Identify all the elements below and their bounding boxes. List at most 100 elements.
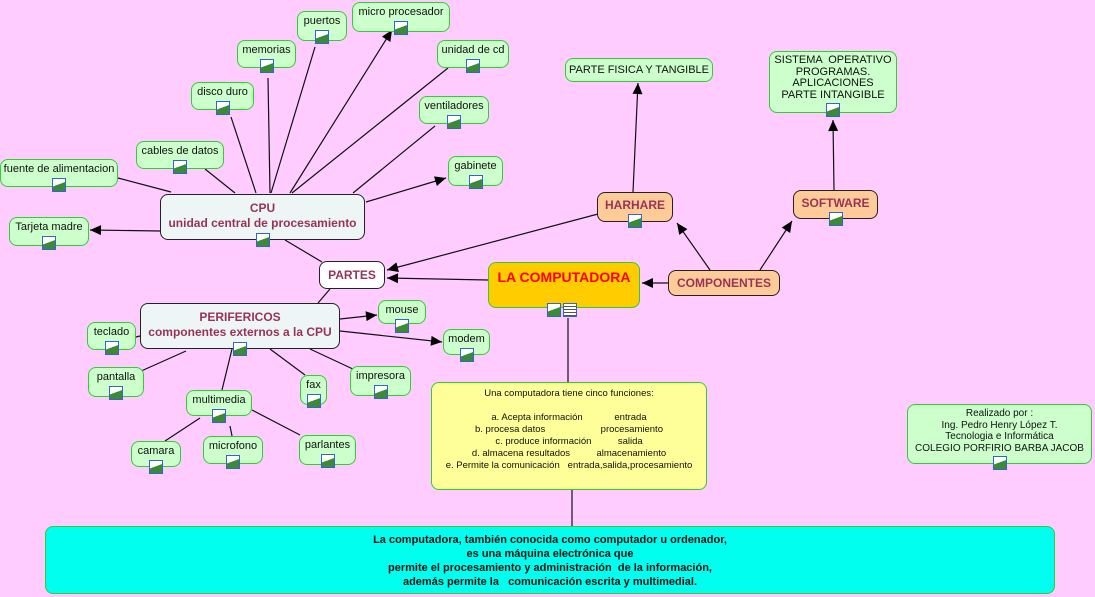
node-label: teclado <box>93 326 130 338</box>
image-icon[interactable] <box>104 341 119 355</box>
node-funciones[interactable]: Una computadora tiene cinco funciones: a… <box>431 382 707 490</box>
connection-line <box>386 213 599 271</box>
node-la-computadora[interactable]: LA COMPUTADORA <box>488 262 640 308</box>
node-impresora[interactable]: impresora <box>350 366 411 399</box>
node-micro-procesador[interactable]: micro procesador <box>352 2 450 35</box>
image-icon[interactable] <box>547 303 561 317</box>
node-parte-fisica[interactable]: PARTE FISICA Y TANGIBLE <box>565 58 713 82</box>
image-icon[interactable] <box>395 319 409 333</box>
arrowhead-icon <box>381 30 392 42</box>
connection-line <box>291 67 449 194</box>
image-icon[interactable] <box>226 455 240 469</box>
image-icon[interactable] <box>628 214 642 228</box>
connection-line <box>289 29 393 194</box>
arrowhead-icon <box>781 221 792 233</box>
connection-line <box>89 229 161 232</box>
node-label: parlantes <box>304 439 351 451</box>
node-label: SISTEMA OPERATIVO PROGRAMAS. APLICACIONE… <box>774 54 892 101</box>
image-icon[interactable] <box>373 385 388 399</box>
connection-line <box>267 77 271 194</box>
node-gabinete[interactable]: gabinete <box>448 156 503 189</box>
node-componentes[interactable]: COMPONENTES <box>668 270 780 296</box>
connection-line <box>221 348 233 391</box>
image-icon[interactable] <box>468 175 483 189</box>
node-label: fuente de alimentacion <box>3 163 115 175</box>
node-sistema-operativo[interactable]: SISTEMA OPERATIVO PROGRAMAS. APLICACIONE… <box>769 51 897 117</box>
node-title: PERIFERICOS <box>199 310 281 324</box>
node-cables-datos[interactable]: cables de datos <box>136 141 224 174</box>
node-label: pantalla <box>96 371 136 383</box>
node-label: mouse <box>385 304 419 316</box>
connection-line <box>164 417 201 442</box>
image-icon[interactable] <box>173 160 187 174</box>
node-hardware[interactable]: HARHARE <box>597 192 673 228</box>
image-icon[interactable] <box>826 103 840 117</box>
node-label: microfono <box>208 440 258 452</box>
node-fax[interactable]: fax <box>300 375 327 408</box>
node-label: disco duro <box>197 86 248 98</box>
node-pantalla[interactable]: pantalla <box>88 367 144 400</box>
arrowhead-icon <box>828 120 839 132</box>
node-label: PARTE FISICA Y TANGIBLE <box>569 64 709 76</box>
node-autor[interactable]: Realizado por : Ing. Pedro Henry López T… <box>907 404 1092 470</box>
node-definicion[interactable]: La computadora, también conocida como co… <box>45 526 1055 594</box>
node-software[interactable]: SOFTWARE <box>793 190 878 226</box>
image-icon[interactable] <box>466 59 480 73</box>
node-subtitle: componentes externos a la CPU <box>148 325 332 339</box>
node-label: micro procesador <box>358 6 444 18</box>
node-subtitle: unidad central de procesamiento <box>168 216 357 230</box>
node-disco-duro[interactable]: disco duro <box>191 82 254 115</box>
image-icon[interactable] <box>992 456 1007 470</box>
node-memorias[interactable]: memorias <box>237 40 296 73</box>
node-tarjeta-madre[interactable]: Tarjeta madre <box>9 217 89 250</box>
image-icon[interactable] <box>306 394 321 408</box>
image-icon[interactable] <box>459 348 474 362</box>
node-label: HARHARE <box>605 198 665 212</box>
node-label: LA COMPUTADORA <box>497 269 631 285</box>
node-label: SOFTWARE <box>801 196 870 210</box>
node-puertos[interactable]: puertos <box>297 11 347 44</box>
image-icon[interactable] <box>109 386 123 400</box>
node-modem[interactable]: modem <box>443 329 490 362</box>
image-icon[interactable] <box>52 178 66 192</box>
node-unidad-cd[interactable]: unidad de cd <box>437 40 509 73</box>
connection-line <box>270 46 316 194</box>
image-icon[interactable] <box>828 212 843 226</box>
node-label: Tarjeta madre <box>15 221 83 233</box>
node-camara[interactable]: camara <box>131 441 181 474</box>
connection-line <box>317 288 331 304</box>
document-icon[interactable] <box>563 303 577 317</box>
image-icon[interactable] <box>259 59 274 73</box>
node-teclado[interactable]: teclado <box>87 322 136 355</box>
image-icon[interactable] <box>447 115 461 129</box>
image-icon[interactable] <box>320 454 335 468</box>
node-parlantes[interactable]: parlantes <box>299 435 356 468</box>
node-microfono[interactable]: microfono <box>203 436 263 469</box>
node-mouse[interactable]: mouse <box>378 300 426 333</box>
image-icon[interactable] <box>315 30 329 44</box>
node-label: unidad de cd <box>441 44 505 56</box>
image-icon[interactable] <box>394 21 408 35</box>
image-icon[interactable] <box>233 342 247 356</box>
image-icon[interactable] <box>42 236 56 250</box>
image-icon[interactable] <box>215 101 230 115</box>
node-label: La computadora, también conocida como co… <box>373 534 727 588</box>
node-label: camara <box>137 445 175 457</box>
node-partes[interactable]: PARTES <box>319 261 385 289</box>
connection-line <box>632 82 639 193</box>
connection-line <box>117 177 172 193</box>
image-icon[interactable] <box>255 233 270 247</box>
node-label: impresora <box>356 370 405 382</box>
connection-line <box>135 335 141 338</box>
node-ventiladores[interactable]: ventiladores <box>419 96 489 129</box>
node-multimedia[interactable]: multimedia <box>186 390 252 423</box>
image-icon[interactable] <box>149 460 163 474</box>
computadora-resources <box>547 301 577 322</box>
connection-line <box>204 168 236 194</box>
node-label: gabinete <box>454 160 497 172</box>
node-fuente[interactable]: fuente de alimentacion <box>0 159 118 192</box>
image-icon[interactable] <box>212 409 226 423</box>
